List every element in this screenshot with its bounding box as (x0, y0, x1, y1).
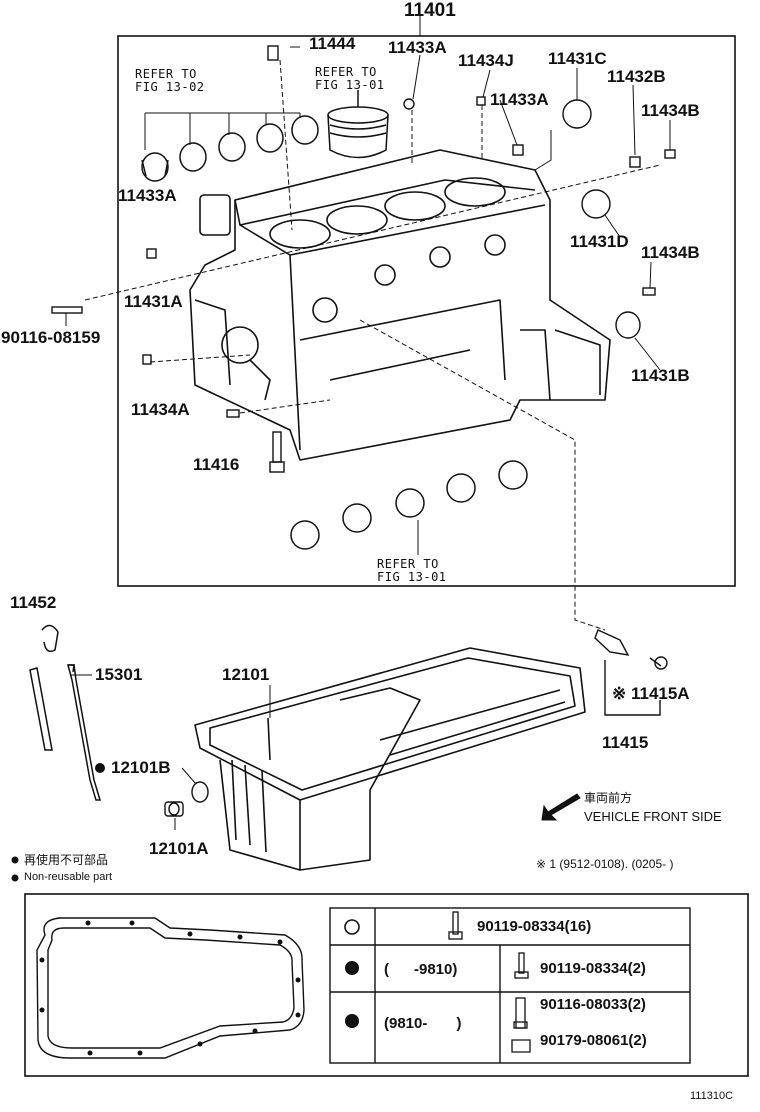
table-open-circle (344, 919, 360, 935)
engine-block-frame (117, 35, 736, 587)
label-11416: 11416 (193, 455, 240, 474)
oil-pan-drawing (194, 647, 586, 871)
cylinder-block-drawing (189, 149, 611, 461)
label-11432b: 11432B (607, 67, 666, 86)
footnote-production-range: ※ 1 (9512-0108). (0205- ) (536, 857, 674, 871)
table-row2-part: 90119-08334(2) (540, 960, 646, 977)
oil-pan-gasket (36, 917, 305, 1059)
label-11434b-mid: 11434B (641, 243, 700, 262)
table-row2-range: ( -9810) (384, 961, 458, 978)
label-12101b: 12101B (111, 758, 171, 777)
label-11433a-top: 11433A (388, 38, 447, 57)
oil-pressure-switch (594, 629, 668, 716)
table-row3-range: (9810- ) (384, 1015, 462, 1032)
label-11431d: 11431D (570, 232, 629, 251)
label-11431c: 11431C (548, 49, 607, 68)
upper-bearing-shells (141, 115, 319, 182)
vehicle-front-jp: 車両前方 (584, 791, 633, 805)
solid-leader-lines (65, 16, 671, 371)
bolt-table-grid (329, 907, 691, 1064)
non-reusable-mark (95, 763, 105, 773)
table-filled-circle-1 (345, 961, 359, 975)
label-11433a-mid: 11433A (490, 90, 549, 109)
refer-fig-13-01-top: REFER TO FIG 13-01 (315, 65, 385, 92)
bolt-table-frame (24, 893, 749, 1077)
lower-bearing-shells (290, 460, 528, 550)
table-row3-part-b: 90179-08061(2) (540, 1032, 647, 1049)
vehicle-front-en: VEHICLE FRONT SIDE (584, 809, 722, 824)
table-filled-circle-2 (345, 1014, 359, 1028)
label-11434a: 11434A (131, 400, 190, 419)
label-11452: 11452 (10, 593, 57, 612)
dashed-guide-lines (84, 59, 661, 631)
bearing-leader-lines (144, 112, 301, 150)
label-11401: 11401 (404, 0, 456, 21)
label-11431b: 11431B (631, 366, 690, 385)
vehicle-front-arrow (541, 793, 581, 821)
dipstick-assembly (29, 624, 102, 801)
label-11434j: 11434J (458, 51, 514, 70)
refer-fig-13-02: REFER TO FIG 13-02 (135, 67, 205, 94)
label-11444: 11444 (309, 34, 356, 53)
gasket-bolt-holes (39, 920, 301, 1056)
refer-fig-13-01-bottom: REFER TO FIG 13-01 (377, 557, 447, 584)
label-11415: 11415 (602, 733, 649, 752)
label-11415a: ※ 11415A (612, 684, 690, 703)
label-11434b-top: 11434B (641, 101, 700, 120)
legend-bullet-2 (11, 874, 19, 882)
bolt-icons (448, 911, 531, 1053)
legend-bullet-1 (11, 856, 19, 864)
label-15301: 15301 (95, 665, 143, 684)
diagram-code: 111310C (690, 1090, 734, 1102)
piston-drawing (327, 90, 389, 159)
drain-plug-parts (164, 781, 209, 817)
label-90116-08159: 90116-08159 (1, 328, 101, 347)
table-row3-part-a: 90116-08033(2) (540, 996, 646, 1013)
label-11433a-left: 11433A (118, 186, 177, 205)
small-parts (51, 45, 676, 473)
label-12101a: 12101A (149, 839, 209, 858)
legend-non-reusable-en: Non-reusable part (24, 871, 113, 883)
label-12101: 12101 (222, 665, 270, 684)
table-row1-part: 90119-08334(16) (477, 918, 592, 935)
legend-non-reusable-jp: 再使用不可部品 (24, 853, 109, 867)
label-11431a: 11431A (124, 292, 183, 311)
